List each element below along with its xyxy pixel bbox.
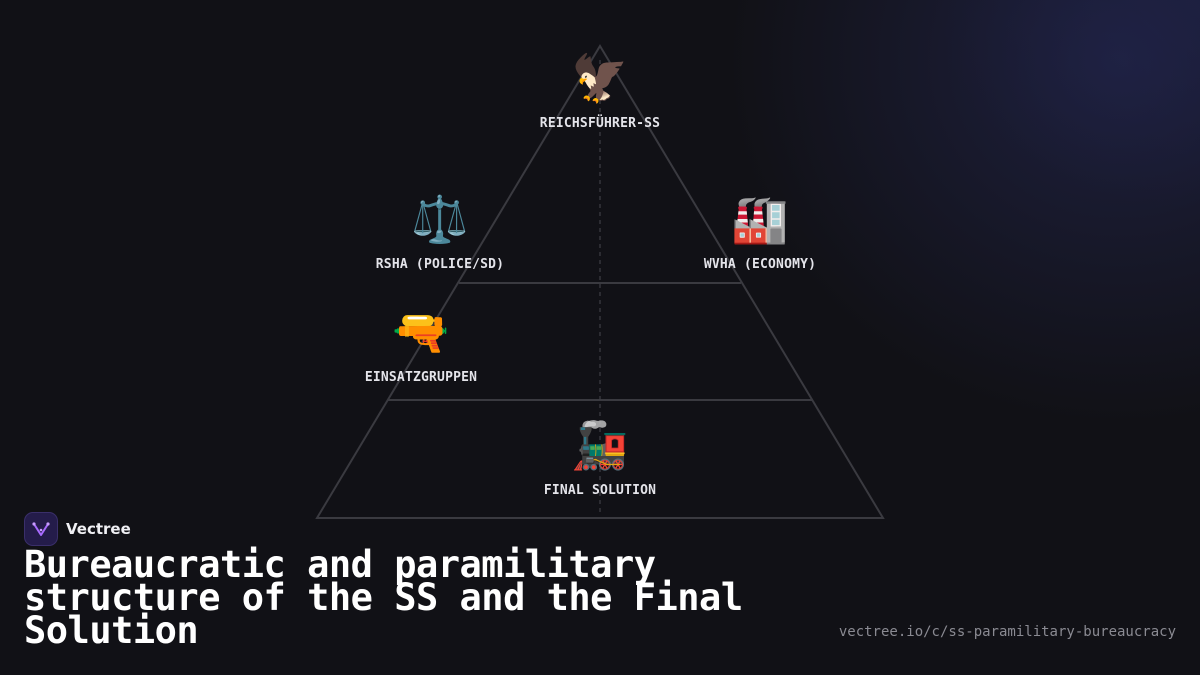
source-url[interactable]: vectree.io/c/ss-paramilitary-bureaucracy bbox=[838, 624, 1176, 640]
scales-icon: ⚖️ bbox=[411, 192, 469, 246]
node-reichsfuhrer-ss: 🦅 REICHSFÜHRER-SS bbox=[480, 50, 720, 131]
node-label: EINSATZGRUPPEN bbox=[364, 370, 478, 385]
brand: Vectree bbox=[24, 512, 131, 546]
node-label: RSHA (POLICE/SD) bbox=[375, 257, 505, 272]
vectree-logo-icon bbox=[24, 512, 58, 546]
eagle-icon: 🦅 bbox=[571, 51, 629, 105]
node-wvha: 🏭 WVHA (ECONOMY) bbox=[640, 191, 880, 272]
factory-icon: 🏭 bbox=[731, 192, 789, 246]
page-title: Bureaucratic and paramilitary structure … bbox=[24, 543, 743, 652]
locomotive-icon: 🚂 bbox=[571, 418, 629, 472]
pistol-icon: 🔫 bbox=[392, 305, 450, 359]
node-label: REICHSFÜHRER-SS bbox=[539, 116, 661, 131]
brand-name: Vectree bbox=[66, 520, 131, 538]
node-label: FINAL SOLUTION bbox=[543, 483, 657, 498]
node-label: WVHA (ECONOMY) bbox=[703, 257, 817, 272]
pyramid-outline bbox=[315, 44, 885, 519]
node-rsha: ⚖️ RSHA (POLICE/SD) bbox=[320, 191, 560, 272]
node-einsatzgruppen: 🔫 EINSATZGRUPPEN bbox=[301, 304, 541, 385]
node-final-solution: 🚂 FINAL SOLUTION bbox=[480, 417, 720, 498]
